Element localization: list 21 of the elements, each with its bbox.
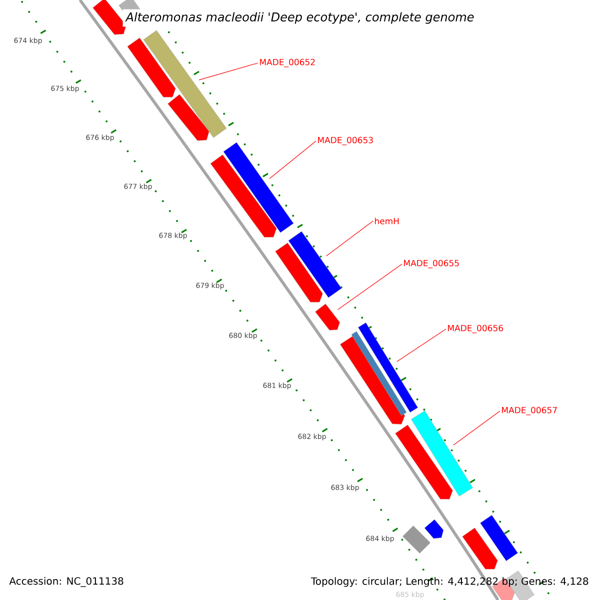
leader-line <box>396 328 446 362</box>
gene-label: MADE_00653 <box>318 136 373 146</box>
gene-feature <box>358 322 418 412</box>
gene-feature <box>223 142 294 233</box>
gene-feature <box>315 304 340 330</box>
genome-info-text: Topology: circular; Length: 4,412,282 bp; Genes: 4,128 <box>310 577 588 587</box>
title: Alteromonas macleodii 'Deep ecotype', complete genome <box>122 9 478 27</box>
leader-line <box>338 264 402 310</box>
gene-feature <box>143 30 227 138</box>
leader-line <box>453 410 500 446</box>
leader-line <box>269 140 316 179</box>
accession-text: Accession: NC_011138 <box>9 577 124 587</box>
gene-label: MADE_00652 <box>260 58 315 68</box>
gene-label: MADE_00655 <box>404 260 459 268</box>
gene-label: MADE_00656 <box>448 324 504 334</box>
leader-line <box>198 62 258 80</box>
gene-label: MADE_00657 <box>502 406 557 416</box>
gene-feature <box>288 231 342 298</box>
gene-feature <box>411 410 473 496</box>
gene-label: hemH <box>374 218 399 224</box>
leader-line <box>326 220 374 256</box>
